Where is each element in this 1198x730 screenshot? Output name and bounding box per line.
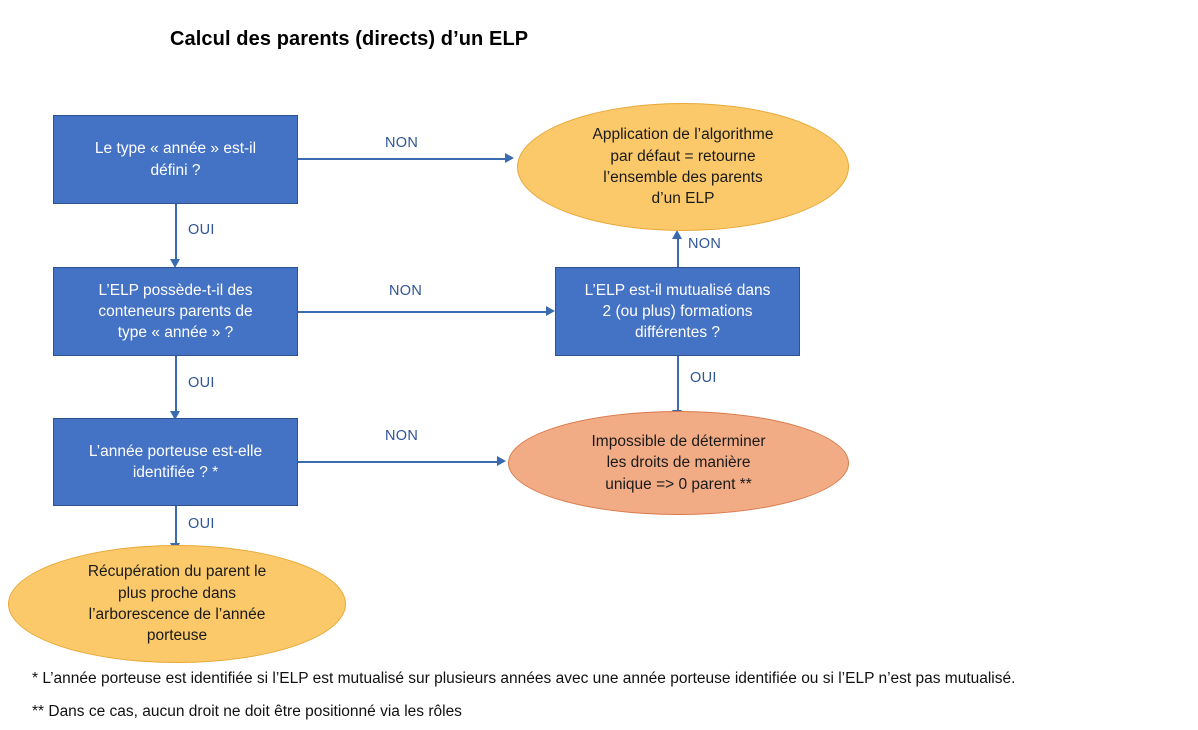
arrowhead-conteneurs-to-annee-porteuse <box>170 411 180 420</box>
connector-type-annee-to-conteneurs <box>175 203 177 259</box>
edge-label-conteneurs-to-annee-porteuse: OUI <box>188 375 215 391</box>
arrowhead-mutualise-to-algorithme <box>672 230 682 239</box>
connector-conteneurs-to-annee-porteuse <box>175 355 177 411</box>
connector-annee-porteuse-to-impossible <box>298 461 497 463</box>
edge-label-mutualise-to-impossible: OUI <box>690 370 717 386</box>
node-result-impossible-label: Impossible de déterminer les droits de m… <box>591 432 766 493</box>
connector-mutualise-to-impossible <box>677 355 679 410</box>
node-decision-annee-porteuse-label: L’année porteuse est-elle identifiée ? * <box>88 442 263 481</box>
edge-label-conteneurs-to-mutualise: NON <box>389 283 423 299</box>
node-result-impossible[interactable]: Impossible de déterminer les droits de m… <box>508 411 849 515</box>
node-decision-conteneurs-parents[interactable]: L’ELP possède-t-il des conteneurs parent… <box>53 267 298 356</box>
node-result-algorithme-defaut[interactable]: Application de l’algorithme par défaut =… <box>517 103 849 231</box>
arrowhead-type-annee-to-algorithme <box>505 153 514 163</box>
node-decision-conteneurs-parents-label: L’ELP possède-t-il des conteneurs parent… <box>98 281 253 342</box>
connector-type-annee-to-algorithme <box>298 158 505 160</box>
node-decision-type-annee-label: Le type « année » est-il défini ? <box>94 140 257 179</box>
edge-label-annee-porteuse-to-recuperation: OUI <box>188 516 215 532</box>
node-decision-annee-porteuse[interactable]: L’année porteuse est-elle identifiée ? * <box>53 418 298 506</box>
page-title: Calcul des parents (directs) d’un ELP <box>170 28 529 50</box>
arrowhead-conteneurs-to-mutualise <box>546 306 555 316</box>
edge-label-type-annee-to-conteneurs: OUI <box>188 222 215 238</box>
edge-label-annee-porteuse-to-impossible: NON <box>385 428 419 444</box>
arrowhead-type-annee-to-conteneurs <box>170 259 180 268</box>
edge-label-type-annee-to-algorithme: NON <box>385 135 419 151</box>
node-decision-mutualise-label: L’ELP est-il mutualisé dans 2 (ou plus) … <box>584 281 771 342</box>
arrowhead-annee-porteuse-to-impossible <box>497 456 506 466</box>
node-result-recuperation-label: Récupération du parent le plus proche da… <box>87 563 267 645</box>
node-decision-mutualise[interactable]: L’ELP est-il mutualisé dans 2 (ou plus) … <box>555 267 800 356</box>
footnote-single-star: * L’année porteuse est identifiée si l’E… <box>32 670 1016 687</box>
node-result-recuperation[interactable]: Récupération du parent le plus proche da… <box>8 545 346 663</box>
node-decision-type-annee[interactable]: Le type « année » est-il défini ? <box>53 115 298 204</box>
connector-mutualise-to-algorithme <box>677 239 679 267</box>
node-result-algorithme-defaut-label: Application de l’algorithme par défaut =… <box>592 126 774 208</box>
footnote-double-star: ** Dans ce cas, aucun droit ne doit être… <box>32 703 462 720</box>
connector-annee-porteuse-to-recuperation <box>175 505 177 543</box>
connector-conteneurs-to-mutualise <box>298 311 546 313</box>
edge-label-mutualise-to-algorithme: NON <box>688 236 722 252</box>
